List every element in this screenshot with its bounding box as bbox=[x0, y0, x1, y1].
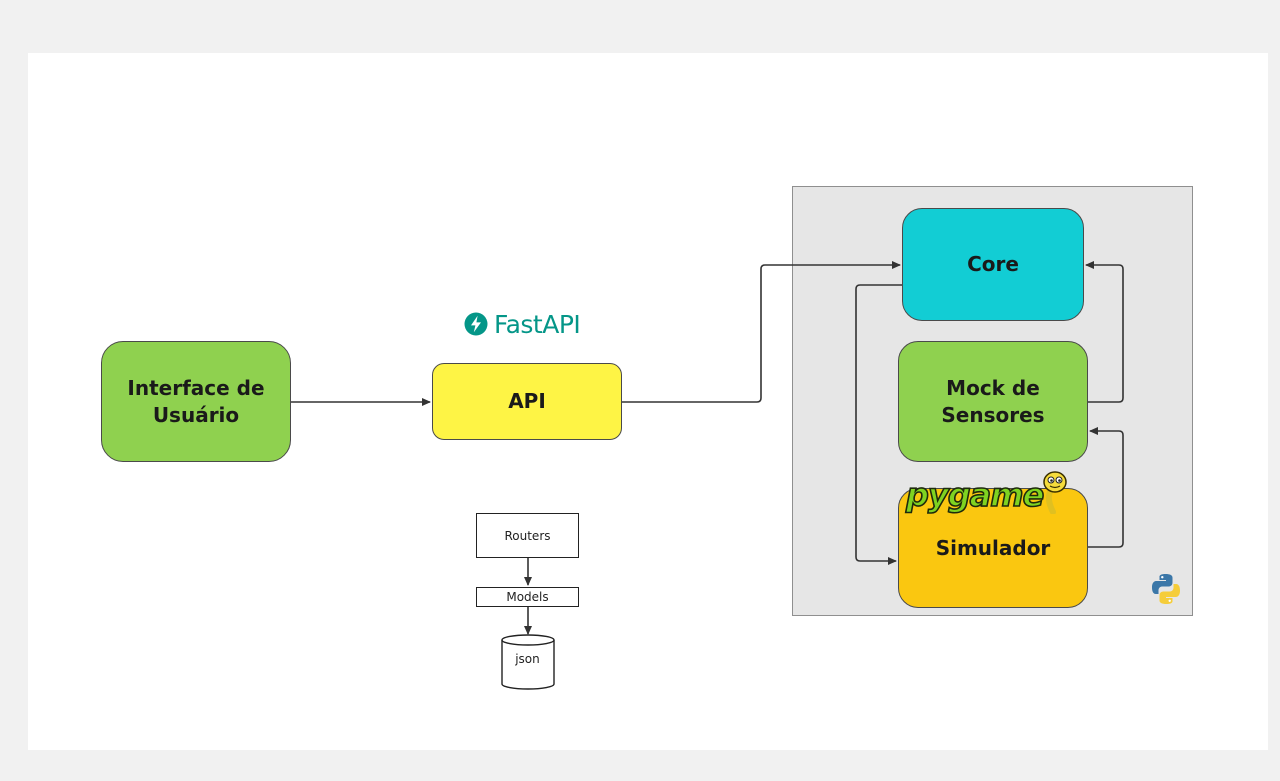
core-node: Core bbox=[902, 208, 1084, 321]
simulator-node: Simulador bbox=[898, 488, 1088, 608]
fastapi-wordmark: FastAPI bbox=[494, 309, 581, 339]
python-logo-icon bbox=[1152, 574, 1180, 604]
sensor-mock-node: Mock de Sensores bbox=[898, 341, 1088, 462]
api-node: API bbox=[432, 363, 622, 440]
fastapi-logo: FastAPI bbox=[464, 308, 581, 340]
user-interface-node: Interface de Usuário bbox=[101, 341, 291, 462]
fastapi-bolt-icon bbox=[464, 312, 488, 336]
pygame-wordmark: pygame bbox=[905, 475, 1045, 515]
json-storage-label: json bbox=[515, 652, 540, 666]
pygame-logo: pygame bbox=[905, 470, 1069, 515]
routers-box: Routers bbox=[476, 513, 579, 558]
pygame-snake-icon bbox=[1043, 471, 1068, 514]
models-box: Models bbox=[476, 587, 579, 607]
